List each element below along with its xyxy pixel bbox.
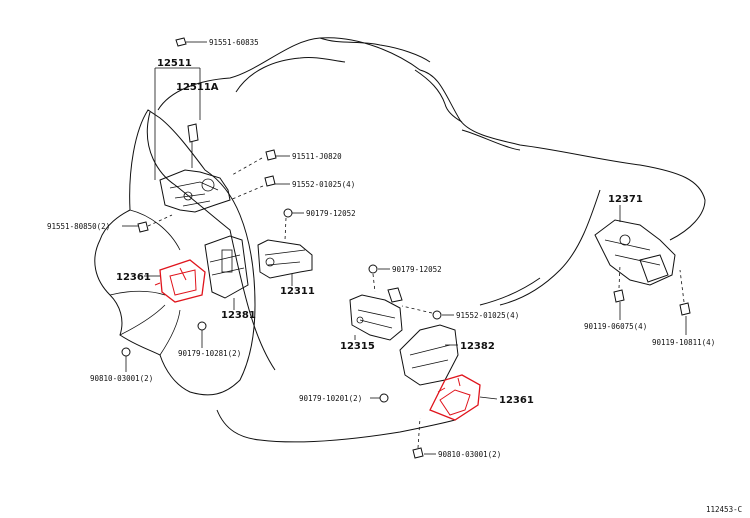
- nut-90179-10201: [379, 393, 389, 403]
- label-90179-12052-a: 90179-12052: [306, 209, 356, 218]
- bolt-91552-01025-b: [401, 305, 442, 320]
- bolt-91551-80850: [137, 214, 173, 233]
- label-90119-10811: 90119-10811(4): [652, 338, 715, 347]
- bolt-91511-j0820: [231, 149, 277, 176]
- engine-mount-12361-left: [154, 259, 206, 303]
- insulator-12381: [204, 235, 249, 299]
- label-90179-12052-b: 90179-12052: [392, 265, 442, 274]
- nut-90179-10281: [197, 321, 207, 331]
- rear-mount-12371: [594, 219, 676, 286]
- label-90810-03001: 90810-03001(2): [90, 374, 153, 383]
- nut-90810-03001-b: [412, 417, 424, 459]
- bolt-90119-06075: [613, 264, 625, 303]
- label-12511a: 12511A: [176, 82, 219, 93]
- engine-mount-12361-right: [429, 374, 481, 421]
- engine-outline: [146, 37, 706, 443]
- label-91511-j0820: 91511-J0820: [292, 152, 342, 161]
- label-12315: 12315: [340, 341, 375, 352]
- label-90119-06075: 90119-06075(4): [584, 322, 647, 331]
- engine-bracket-12511: [159, 123, 231, 213]
- label-12361-right: 12361: [499, 395, 534, 406]
- nut-90810-03001: [121, 347, 131, 357]
- label-12511: 12511: [157, 58, 192, 69]
- label-12382: 12382: [460, 341, 495, 352]
- bolt-90119-10811: [679, 269, 691, 316]
- label-12311: 12311: [280, 286, 315, 297]
- cooling-fan: [94, 109, 256, 396]
- label-90179-10201: 90179-10201(2): [299, 394, 362, 403]
- nut-90179-12052-b: [368, 264, 378, 293]
- label-91551-60835: 91551-60835: [209, 38, 259, 47]
- insulator-12382: [399, 324, 459, 386]
- bolt-91551-60835: [175, 37, 200, 47]
- label-91551-80850: 91551-80850(2): [47, 222, 110, 231]
- label-90810-03001-b: 90810-03001(2): [438, 450, 501, 459]
- label-12381: 12381: [221, 310, 256, 321]
- nut-90179-12052-a: [283, 208, 293, 241]
- label-91552-01025: 91552-01025(4): [292, 180, 355, 189]
- bracket-12311: [257, 239, 313, 279]
- label-90179-10281: 90179-10281(2): [178, 349, 241, 358]
- bolt-91552-01025: [229, 175, 276, 201]
- diagram-code: 112453-C: [706, 505, 742, 514]
- label-12371: 12371: [608, 194, 643, 205]
- leader-lines: [122, 41, 687, 455]
- bracket-12315: [349, 287, 403, 341]
- label-91552-01025-b: 91552-01025(4): [456, 311, 519, 320]
- label-12361-left: 12361: [116, 272, 151, 283]
